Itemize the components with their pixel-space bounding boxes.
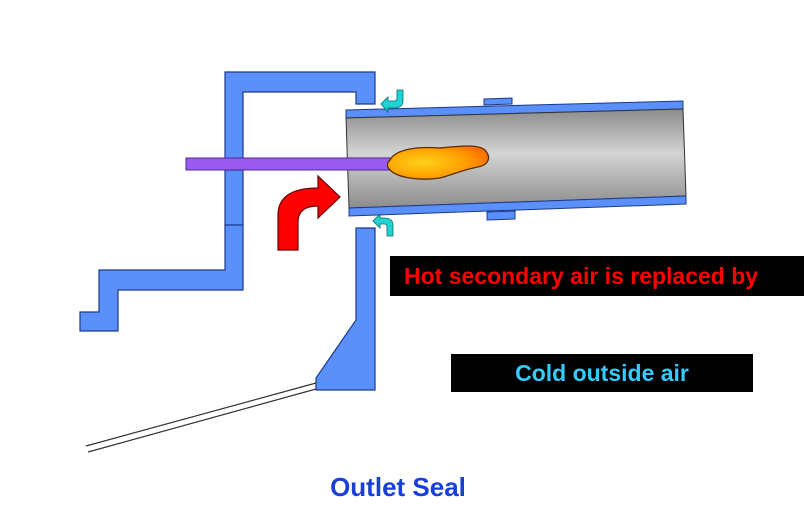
firing-hood: [79, 71, 376, 391]
diagram-caption: Outlet Seal: [330, 472, 466, 502]
chute-lines: [85, 382, 317, 453]
hood-upper-wall: [79, 71, 376, 332]
flame: [386, 145, 490, 180]
hood-lower-wall: [315, 227, 376, 391]
cold-outside-air-text: Cold outside air: [515, 359, 689, 386]
hot-secondary-air-text: Hot secondary air is replaced by: [404, 262, 759, 289]
hot-secondary-air-label: Hot secondary air is replaced by: [390, 256, 804, 296]
cold-air-arrow-bottom: [372, 213, 394, 237]
hot-air-arrow: [277, 174, 341, 251]
rotary-kiln: [345, 97, 687, 221]
cold-outside-air-label: Cold outside air: [451, 354, 753, 392]
cold-air-arrow-top: [380, 89, 404, 114]
kiln-bottom-shell: [348, 195, 687, 217]
kiln-tyre-bottom: [486, 210, 516, 221]
kiln-tyre-top: [483, 97, 513, 106]
burner-pipe: [185, 157, 393, 171]
